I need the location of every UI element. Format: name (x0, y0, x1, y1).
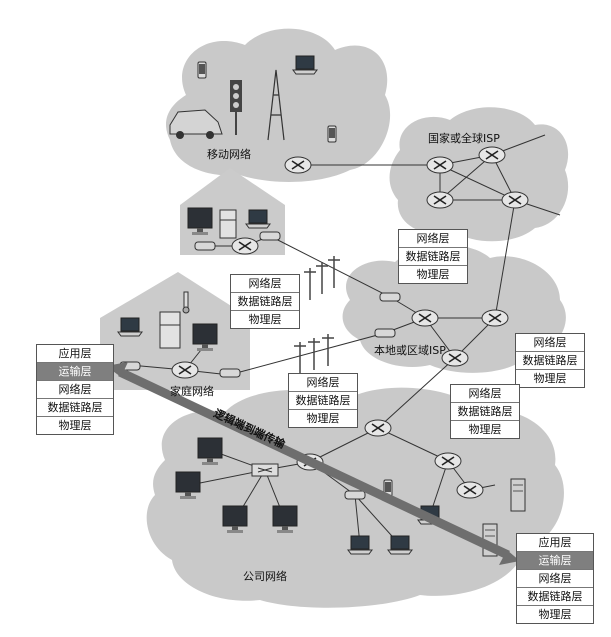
server-icon (510, 478, 526, 512)
network-layer: 网络层 (248, 277, 282, 290)
data-link-layer: 数据链路层 (231, 292, 299, 310)
router-icon (284, 156, 312, 174)
phone-icon (197, 61, 207, 79)
router-icon (364, 419, 392, 437)
national-isp-label: 国家或全球ISP (428, 132, 500, 145)
network-layer: 网络层 (533, 336, 567, 349)
data-link-layer: 数据链路层 (399, 247, 467, 265)
cell-tower-icon (267, 69, 285, 141)
router-protocol-stack: 网络层 数据链路层 物理层 (398, 229, 468, 284)
transport-layer: 运输层 (517, 551, 593, 569)
physical-layer: 物理层 (399, 265, 467, 283)
modem-icon (219, 368, 241, 378)
thermometer-icon (182, 291, 190, 314)
local-isp-label: 本地或区域ISP (374, 344, 446, 357)
router-icon (456, 481, 484, 499)
utility-poles (294, 256, 340, 374)
transport-layer: 运输层 (37, 362, 113, 380)
laptop-icon (245, 209, 271, 229)
router-protocol-stack: 网络层 数据链路层 物理层 (288, 373, 358, 428)
modem-icon (344, 490, 366, 500)
laptop-icon (117, 317, 143, 337)
fridge-icon (159, 311, 181, 349)
router-protocol-stack: 网络层 数据链路层 物理层 (515, 333, 585, 388)
router-protocol-stack: 网络层 数据链路层 物理层 (230, 274, 300, 329)
modem-icon (379, 292, 401, 302)
switch-icon (251, 463, 279, 477)
home-network-label: 家庭网络 (170, 385, 214, 398)
data-link-layer: 数据链路层 (37, 398, 113, 416)
router-icon (481, 309, 509, 327)
router-icon (426, 156, 454, 174)
fridge-icon (219, 209, 237, 239)
data-link-layer: 数据链路层 (289, 391, 357, 409)
national-isp-cloud (389, 107, 569, 242)
router-icon (478, 146, 506, 164)
network-layer: 网络层 (306, 376, 340, 389)
left-host-protocol-stack: 应用层 运输层 网络层 数据链路层 物理层 (36, 344, 114, 435)
laptop-icon (292, 55, 318, 75)
traffic-light-icon (230, 80, 242, 135)
laptop-icon (347, 535, 373, 555)
network-layer: 网络层 (416, 232, 450, 245)
router-icon (434, 452, 462, 470)
physical-layer: 物理层 (231, 310, 299, 328)
physical-layer: 物理层 (289, 409, 357, 427)
network-layer: 网络层 (517, 569, 593, 587)
network-layer: 网络层 (468, 387, 502, 400)
router-icon (426, 191, 454, 209)
mobile-network-label: 移动网络 (207, 148, 251, 161)
laptop-icon (387, 535, 413, 555)
router-icon (231, 237, 259, 255)
phone-icon (327, 125, 337, 143)
corporate-network-label: 公司网络 (243, 570, 287, 583)
physical-layer: 物理层 (517, 605, 593, 623)
car-icon (169, 109, 223, 139)
router-icon (411, 309, 439, 327)
application-layer: 应用层 (538, 536, 572, 549)
application-layer: 应用层 (58, 347, 92, 360)
physical-layer: 物理层 (516, 369, 584, 387)
right-host-protocol-stack: 应用层 运输层 网络层 数据链路层 物理层 (516, 533, 594, 624)
data-link-layer: 数据链路层 (516, 351, 584, 369)
data-link-layer: 数据链路层 (517, 587, 593, 605)
physical-layer: 物理层 (451, 420, 519, 438)
physical-layer: 物理层 (37, 416, 113, 434)
data-link-layer: 数据链路层 (451, 402, 519, 420)
router-protocol-stack: 网络层 数据链路层 物理层 (450, 384, 520, 439)
modem-icon (374, 328, 396, 338)
modem-icon (194, 241, 216, 251)
modem-icon (259, 231, 281, 241)
mobile-network-cloud (165, 28, 391, 182)
logical-transport-arrow (106, 362, 520, 565)
router-icon (501, 191, 529, 209)
router-icon (171, 361, 199, 379)
network-layer: 网络层 (37, 380, 113, 398)
